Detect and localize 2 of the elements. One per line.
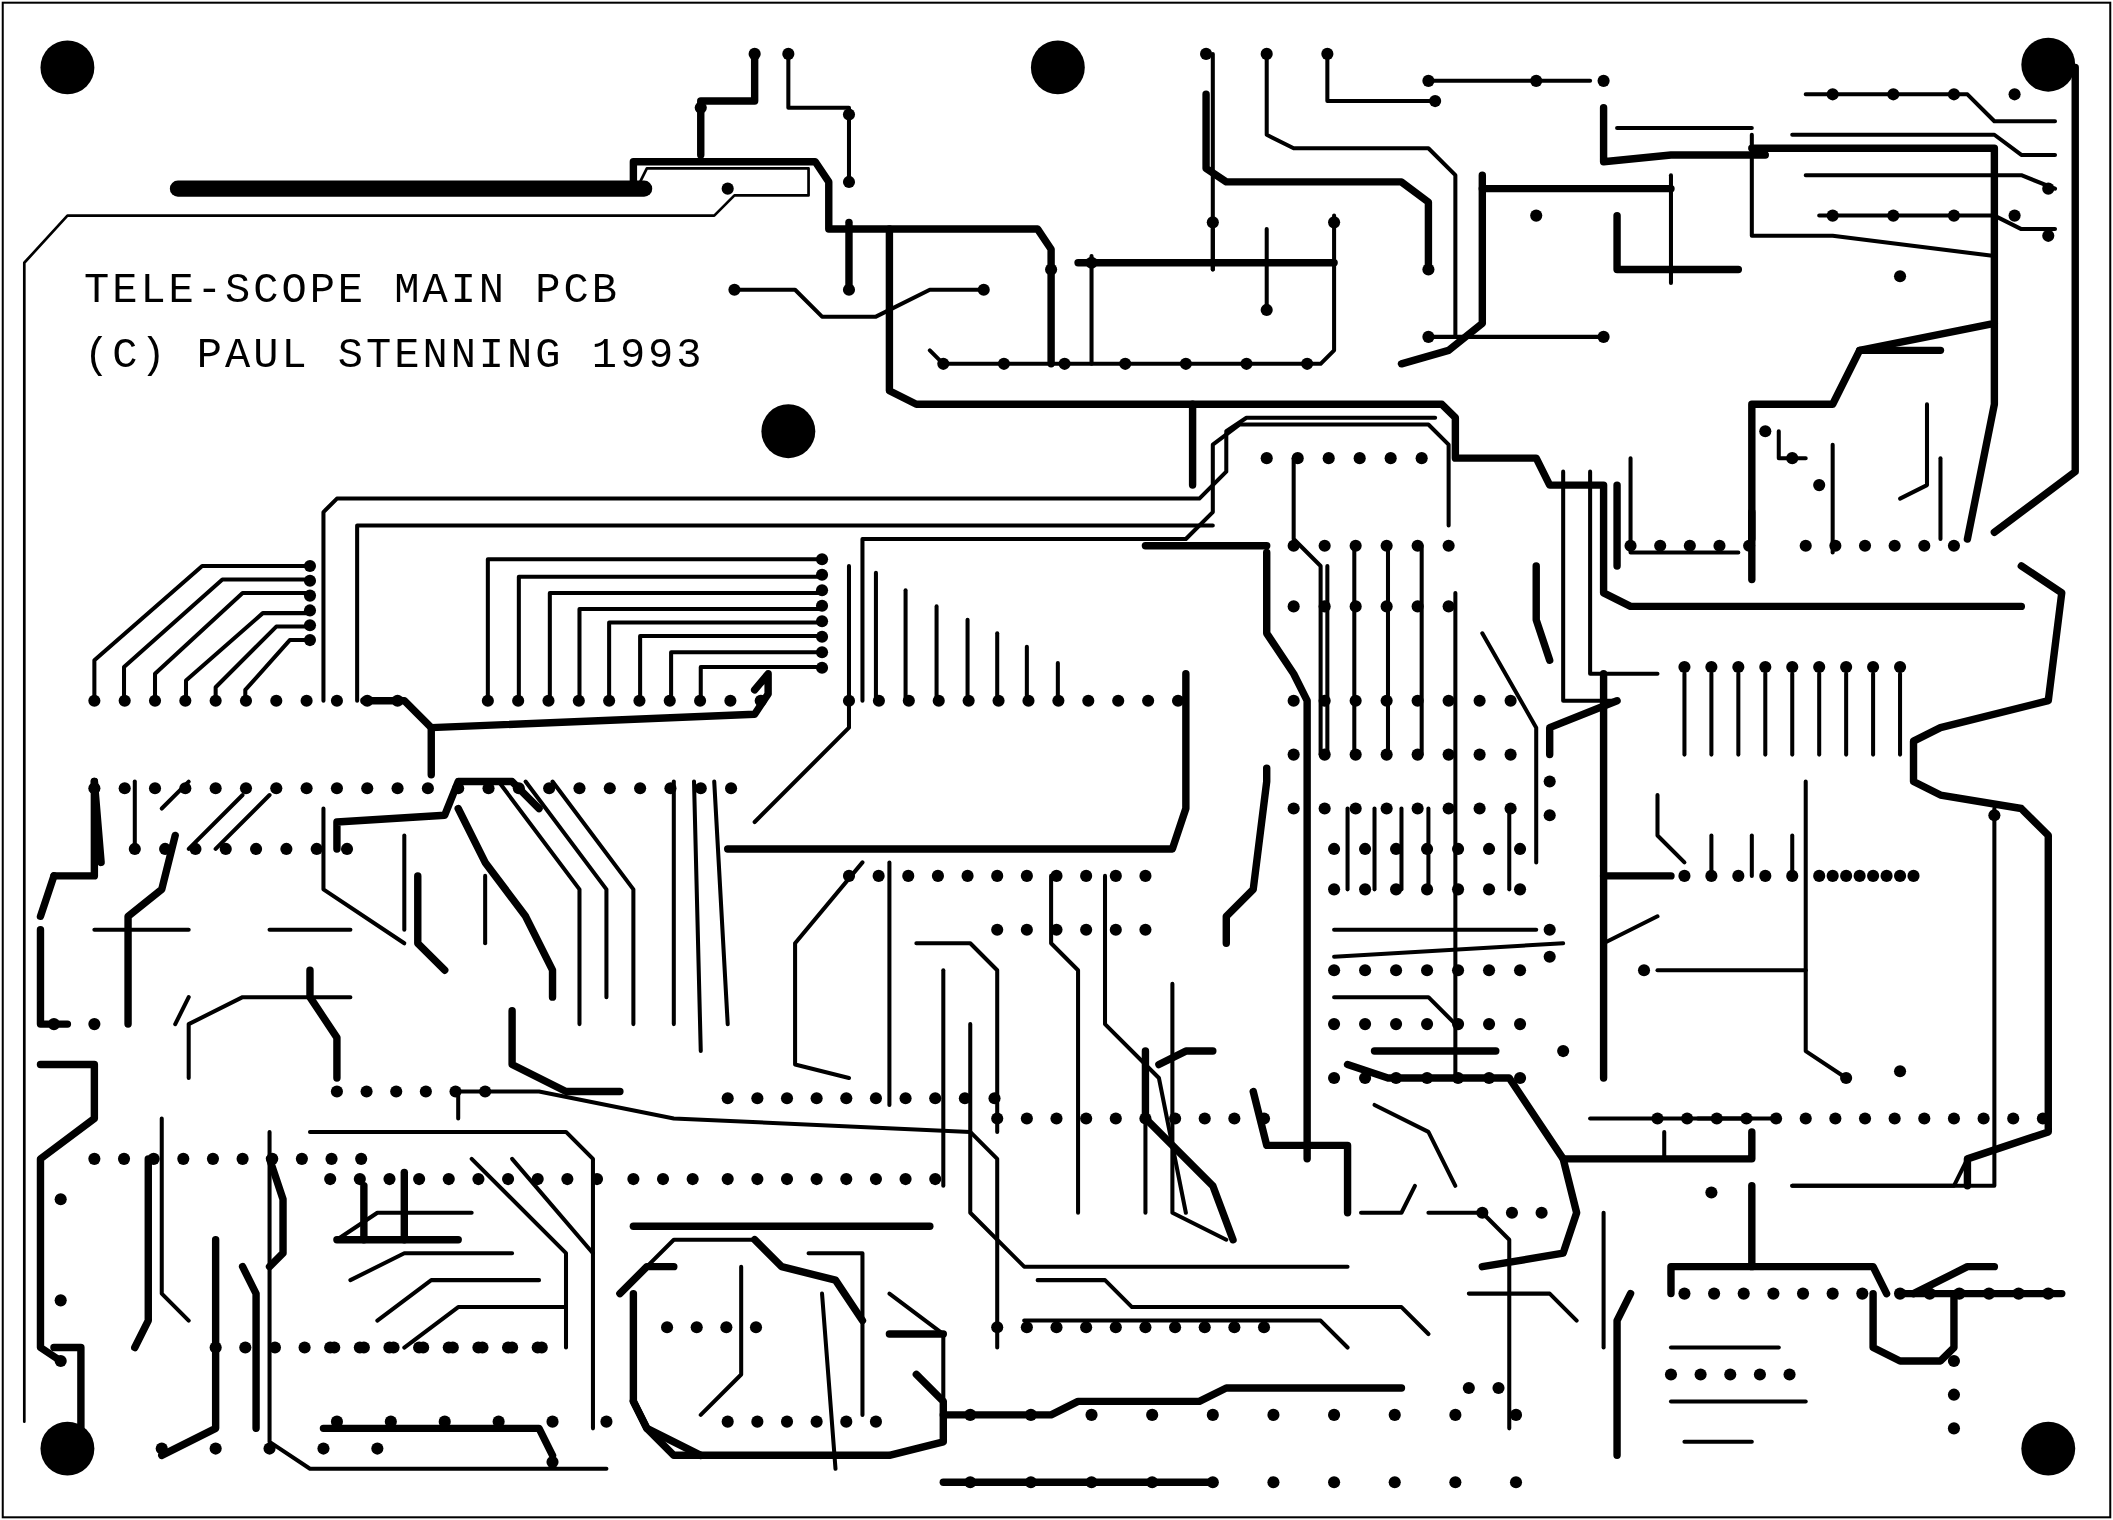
board-text: TELE-SCOPE MAIN PCB (84, 270, 620, 312)
board-text: (C) PAUL STENNING 1993 (84, 335, 705, 377)
